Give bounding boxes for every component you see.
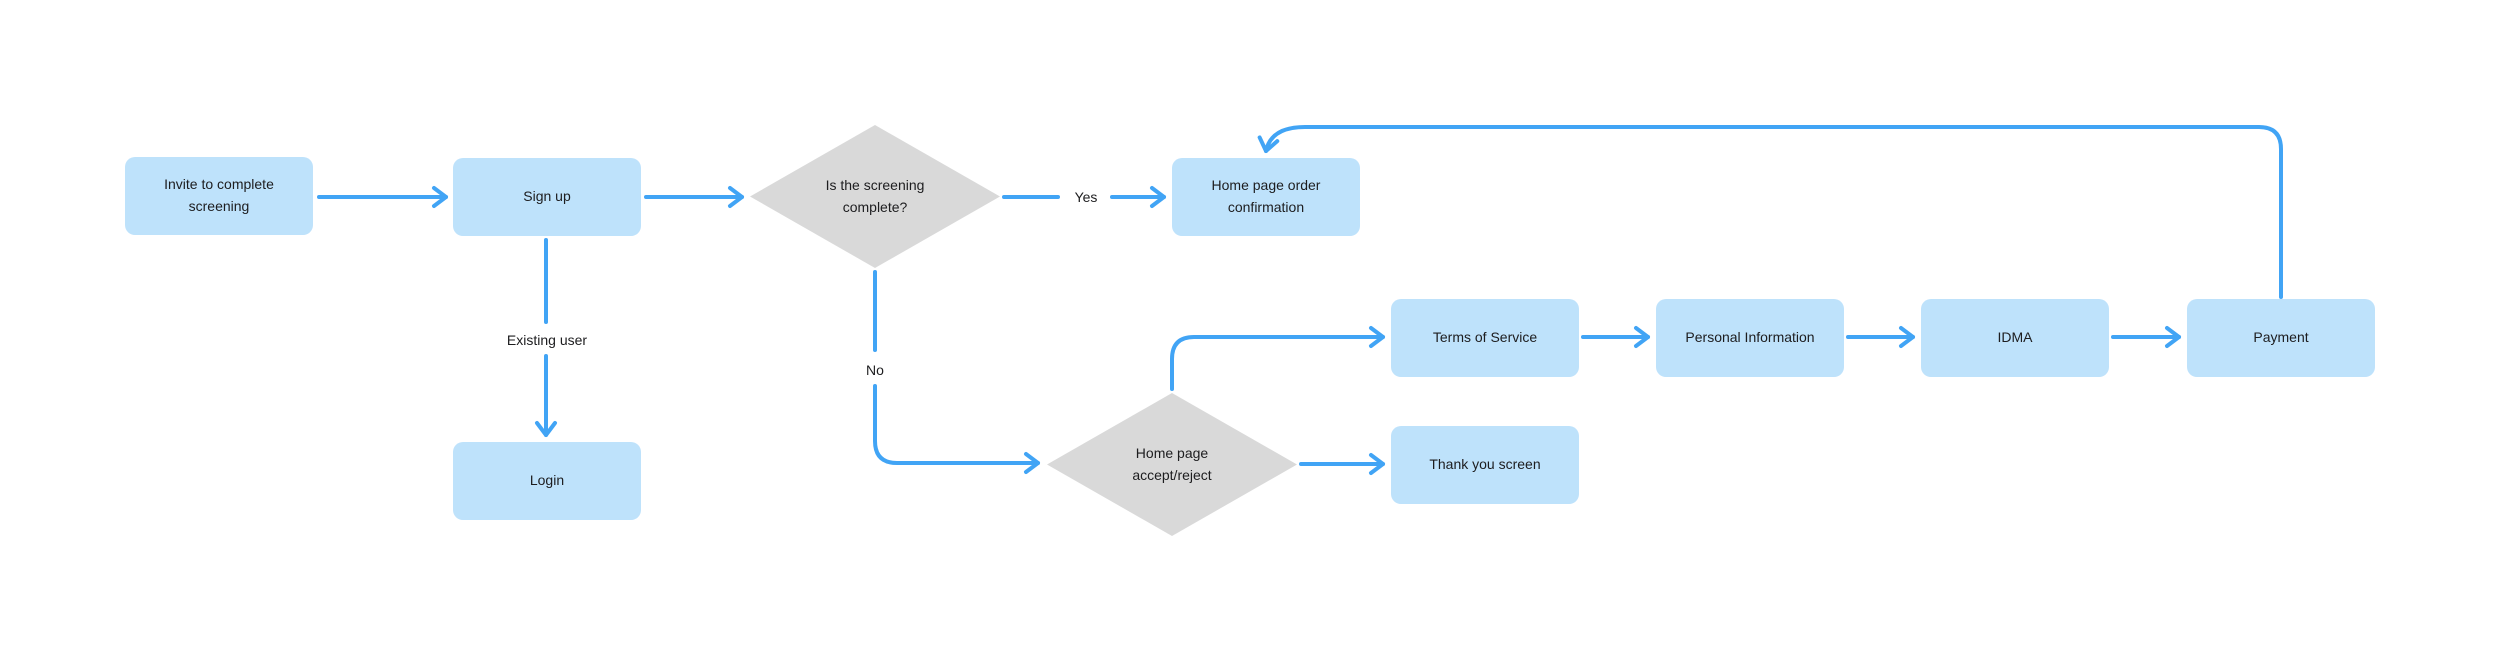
node-screening-complete-label[interactable]: Is the screening complete? [775,157,975,237]
node-payment-label: Payment [2253,329,2309,346]
node-idma-label: IDMA [1997,329,2033,346]
node-terms-of-service-label: Terms of Service [1432,329,1538,346]
node-sign-up[interactable]: Sign up [453,158,641,236]
node-terms-of-service[interactable]: Terms of Service [1391,299,1579,377]
node-thank-you-label: Thank you screen [1429,456,1541,473]
edge-label-yes[interactable]: Yes [1074,189,1098,205]
node-invite[interactable]: Invite to complete screening [125,157,313,235]
connector-payment-to-confirmation-feedback[interactable] [1257,125,2283,299]
connector-no-to-accept-reject[interactable] [873,384,1040,474]
edge-label-existing-user[interactable]: Existing user [506,332,588,348]
node-order-confirmation-label: Home page order confirmation [1211,177,1321,215]
accept-reject-text: Home page accept/reject [1132,445,1212,483]
node-thank-you[interactable]: Thank you screen [1391,426,1579,504]
node-screening-complete-shape[interactable] [750,125,1000,268]
node-payment[interactable]: Payment [2187,299,2375,377]
node-personal-information[interactable]: Personal Information [1656,299,1844,377]
node-invite-label: Invite to complete screening [164,176,274,214]
node-login[interactable]: Login [453,442,641,520]
screening-complete-text: Is the screening complete? [825,177,925,215]
node-idma[interactable]: IDMA [1921,299,2109,377]
node-order-confirmation[interactable]: Home page order confirmation [1172,158,1360,236]
connector-accept-reject-to-terms[interactable] [1170,326,1385,391]
node-accept-reject-label[interactable]: Home page accept/reject [1072,425,1272,505]
node-login-label: Login [529,472,565,489]
edge-label-no[interactable]: No [866,362,884,378]
node-personal-information-label: Personal Information [1685,329,1815,346]
node-sign-up-label: Sign up [523,188,571,205]
node-accept-reject-shape[interactable] [1047,393,1297,536]
